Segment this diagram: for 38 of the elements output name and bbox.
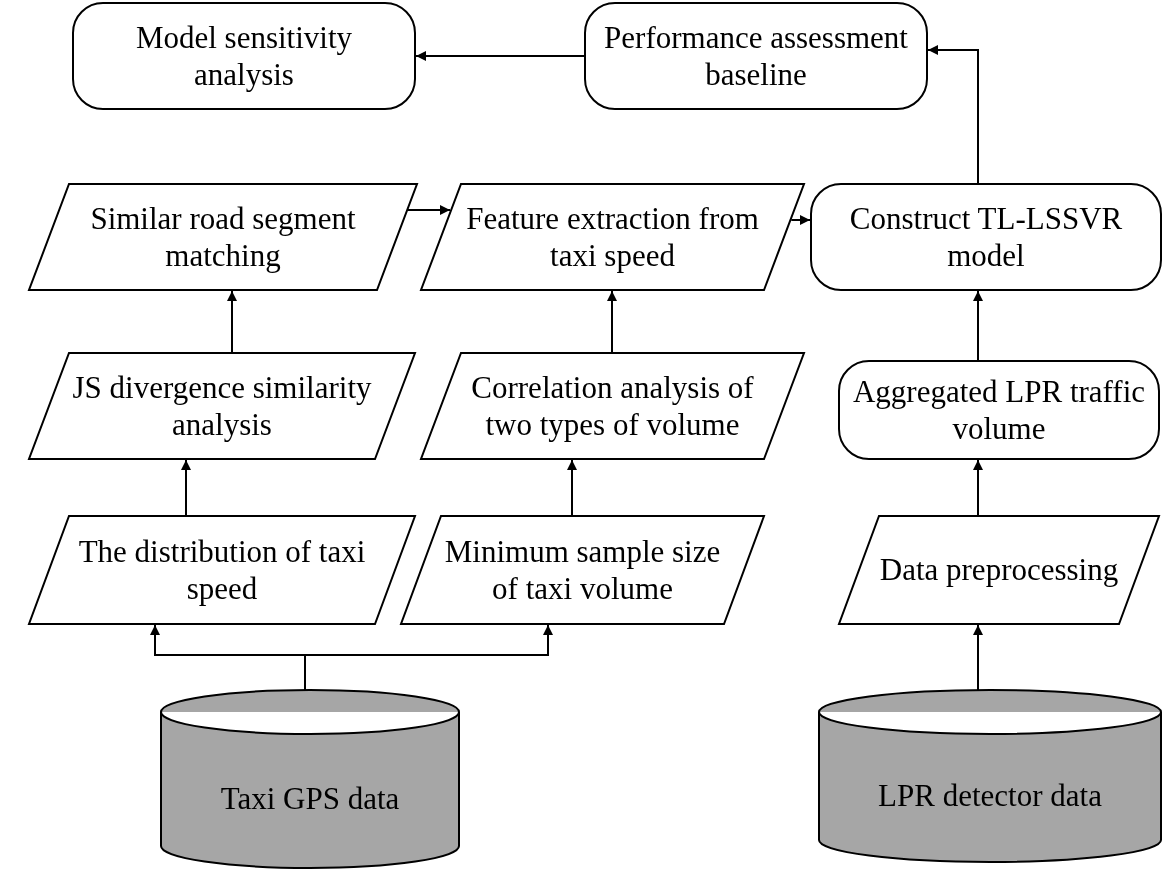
arrow [181, 459, 191, 516]
data-parallelogram [838, 515, 1160, 625]
node-label: Performance assessment baseline [603, 18, 909, 94]
database-cylinder [160, 690, 460, 868]
data-parallelogram [400, 515, 765, 625]
node-label: Minimum sample size of taxi volume [443, 532, 722, 608]
data-parallelogram [28, 352, 416, 460]
data-parallelogram [28, 515, 416, 625]
node-label: Data preprocessing [879, 551, 1119, 589]
database-cylinder [818, 690, 1162, 862]
node-label: The distribution of taxi speed [77, 532, 367, 608]
node-label: Similar road segment matching [89, 199, 357, 275]
arrow [304, 624, 553, 691]
process-box [72, 2, 416, 110]
arrow [927, 45, 979, 184]
arrow [415, 51, 585, 61]
node-label: Model sensitivity analysis [134, 18, 354, 94]
process-box [838, 360, 1160, 460]
node-label: Correlation analysis of two types of volume [470, 368, 755, 444]
data-parallelogram [420, 352, 805, 460]
node-label: Feature extraction from taxi speed [465, 199, 760, 275]
process-box [810, 183, 1162, 291]
arrow [607, 290, 617, 353]
data-parallelogram [420, 183, 805, 291]
arrow [227, 290, 237, 353]
arrow [973, 290, 983, 361]
arrow [973, 459, 983, 516]
process-box [584, 2, 928, 110]
data-parallelogram [28, 183, 418, 291]
node-label: Aggregated LPR traffic volume [852, 372, 1146, 448]
arrow [973, 624, 983, 691]
arrow [790, 215, 811, 225]
node-label: Taxi GPS data [220, 780, 400, 818]
node-label: LPR detector data [878, 777, 1102, 815]
node-label: Construct TL-LSSVR model [848, 199, 1124, 275]
arrow [567, 459, 577, 516]
node-label: JS divergence similarity analysis [71, 368, 373, 444]
arrow [407, 205, 451, 215]
